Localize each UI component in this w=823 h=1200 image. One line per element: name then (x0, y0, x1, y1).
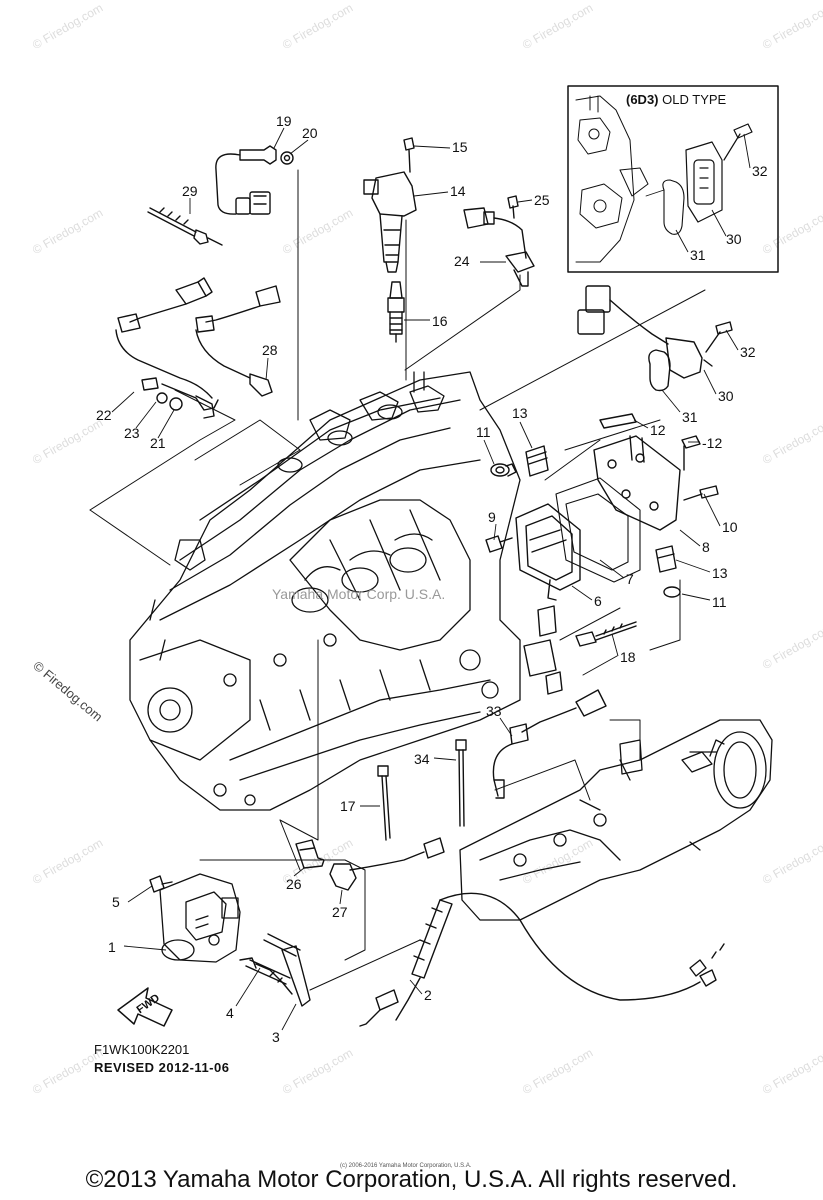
part-30-sensor-connector (577, 285, 733, 392)
callout-8: 8 (702, 539, 710, 555)
callout-19: 19 (276, 113, 292, 129)
part-11-grommet (490, 463, 517, 477)
callout-24: 24 (454, 253, 470, 269)
part-33-sensor (492, 689, 607, 799)
part-2-throttle-cable (359, 892, 725, 1027)
callout-17: 17 (340, 798, 356, 814)
exhaust-manifold (459, 719, 773, 921)
copyright-footer: ©2013 Yamaha Motor Corporation, U.S.A. A… (85, 1166, 738, 1193)
revised-date: REVISED 2012-11-06 (94, 1060, 230, 1075)
callout-22: 22 (96, 407, 112, 423)
part-28-sensor-cables (115, 277, 281, 419)
callout-32b: 32 (740, 344, 756, 360)
callout-12b: -12 (702, 435, 723, 451)
part-5-bolt (149, 875, 173, 893)
callout-3: 3 (272, 1029, 280, 1045)
callout-11b: 11 (712, 594, 727, 610)
callout-30: 30 (726, 231, 742, 247)
callout-31b: 31 (682, 409, 698, 425)
callout-31: 31 (690, 247, 706, 263)
part-13-grommet (525, 445, 549, 477)
callout-34: 34 (414, 751, 430, 767)
engine-block (129, 371, 521, 811)
inset-sensor-30 (685, 123, 753, 223)
inset-engine-sketch (575, 95, 649, 263)
part-17-cable-tie (377, 765, 391, 841)
callout-33: 33 (486, 703, 502, 719)
callout-5: 5 (112, 894, 120, 910)
callout-6: 6 (594, 593, 602, 609)
callout-16: 16 (432, 313, 448, 329)
callout-2: 2 (424, 987, 432, 1003)
callout-15: 15 (452, 139, 468, 155)
part-6-ecu (515, 503, 581, 601)
callout-13b: 13 (712, 565, 728, 581)
part-14-ignition-coil (363, 137, 417, 273)
callout-25: 25 (534, 192, 550, 208)
inset-code: (6D3) (626, 92, 659, 107)
part-4-spring (239, 957, 293, 995)
callout-23: 23 (124, 425, 140, 441)
part-3-bracket (245, 933, 311, 1007)
callout-28: 28 (262, 342, 278, 358)
callout-13: 13 (512, 405, 528, 421)
part-7-gasket (555, 477, 641, 583)
callout-9: 9 (488, 509, 496, 525)
callout-7: 7 (626, 571, 634, 587)
callout-20: 20 (302, 125, 318, 141)
fwd-arrow-outline (117, 987, 173, 1027)
callout-4: 4 (226, 1005, 234, 1021)
part-18-probe (575, 621, 637, 647)
callout-12: 12 (650, 422, 666, 438)
callout-1: 1 (108, 939, 116, 955)
callout-11: 11 (476, 424, 491, 440)
drawing-code: F1WK100K2201 (94, 1042, 190, 1057)
callout-14: 14 (450, 183, 466, 199)
inset-gasket-31 (662, 179, 685, 235)
callout-26: 26 (286, 876, 302, 892)
tiny-copyright: (c) 2006-2016 Yamaha Motor Corporation, … (340, 1163, 472, 1169)
callout-27: 27 (332, 904, 348, 920)
callout-29: 29 (182, 183, 198, 199)
part-8-bracket (593, 413, 719, 531)
part-29-probe (147, 207, 223, 246)
inset-label: OLD TYPE (662, 92, 727, 107)
callout-10: 10 (722, 519, 738, 535)
callout-30b: 30 (718, 388, 734, 404)
part-34-cable-tie (455, 739, 467, 827)
part-24-sensor (463, 195, 535, 287)
callout-21: 21 (150, 435, 166, 451)
old-type-inset-frame (567, 85, 779, 273)
center-watermark: Yamaha Motor Corp. U.S.A. (272, 586, 446, 602)
inset-title: (6D3) OLD TYPE (626, 92, 726, 107)
callout-leaders (111, 127, 751, 1031)
part-27-sensor (329, 837, 445, 891)
harness-connectors (523, 605, 563, 695)
part-16-spark-plug (387, 281, 405, 343)
part-19-sensor (215, 145, 294, 215)
part-13-lower (655, 545, 681, 598)
callout-32: 32 (752, 163, 768, 179)
callout-18: 18 (620, 649, 636, 665)
